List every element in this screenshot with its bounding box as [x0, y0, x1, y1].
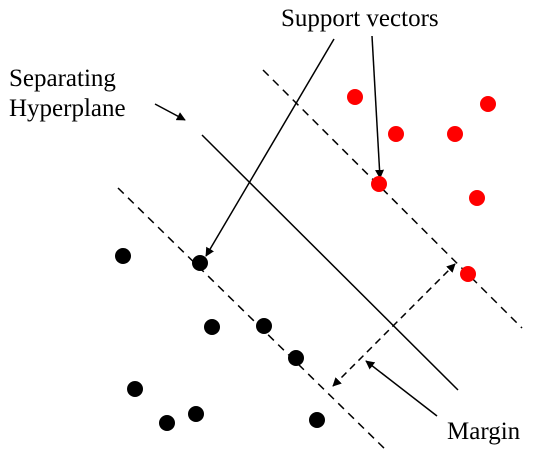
red-point: [469, 190, 485, 206]
separating-hyperplane-line: [201, 134, 459, 391]
black-point: [288, 350, 304, 366]
black-point: [159, 415, 175, 431]
black-point: [188, 406, 204, 422]
black-point: [309, 412, 325, 428]
black-point: [127, 381, 143, 397]
support-vector-arrow-black: [205, 38, 335, 257]
separating-hyperplane-label-line1: Separating: [9, 65, 116, 92]
red-point: [388, 126, 404, 142]
separating-label-arrow: [154, 103, 186, 121]
black-support-vector: [192, 255, 208, 271]
red-point: [347, 89, 363, 105]
black-point: [204, 319, 220, 335]
support-vector-arrow-red: [371, 35, 385, 179]
black-point: [115, 248, 131, 264]
margin-label-arrow: [365, 360, 438, 417]
black-point: [256, 318, 272, 334]
red-support-vector: [371, 176, 387, 192]
lower-margin-line: [117, 187, 389, 453]
separating-hyperplane-label-line2: Hyperplane: [9, 95, 126, 122]
margin-arrow: [332, 263, 456, 387]
margin-label: Margin: [447, 418, 521, 445]
red-point: [480, 96, 496, 112]
upper-margin-line: [262, 69, 523, 329]
red-point: [447, 126, 463, 142]
red-support-vector: [460, 266, 476, 282]
support-vectors-label: Support vectors: [281, 5, 439, 32]
